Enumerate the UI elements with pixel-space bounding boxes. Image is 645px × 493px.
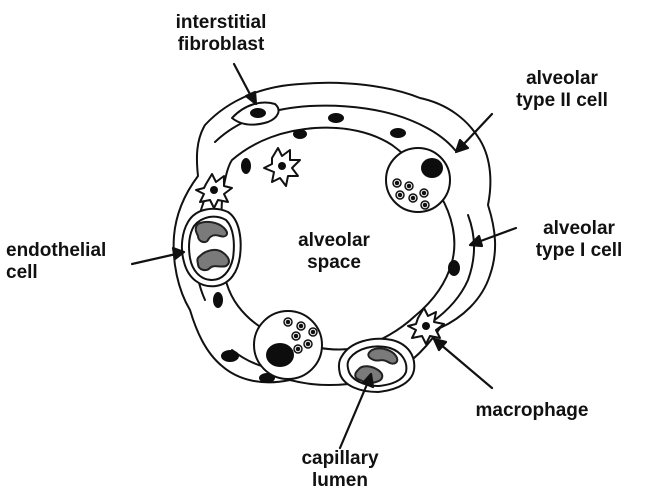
arrowhead-type-i-cell bbox=[470, 236, 482, 246]
arrowhead-interstitial-fibroblast bbox=[246, 92, 256, 104]
arrow-interstitial-fibroblast bbox=[234, 64, 252, 98]
label-interstitial-fibroblast-line2: fibroblast bbox=[163, 34, 279, 56]
wall-nucleus bbox=[390, 128, 406, 138]
type-ii-lower-nucleus bbox=[266, 343, 294, 367]
label-type-ii-line1: alveolar bbox=[506, 68, 618, 90]
arrow-endothelial-cell bbox=[132, 254, 176, 264]
label-interstitial-fibroblast-line1: interstitial bbox=[163, 12, 279, 34]
label-endothelial-line1: endothelial bbox=[6, 240, 122, 262]
label-endothelial-line2: cell bbox=[6, 262, 122, 284]
fibroblast-nucleus bbox=[250, 108, 266, 118]
macrophage-top bbox=[264, 148, 300, 186]
label-type-ii-line2: type II cell bbox=[506, 90, 618, 112]
arrow-type-i-cell bbox=[478, 228, 516, 242]
label-alveolar-type-i-cell: alveolar type I cell bbox=[520, 218, 638, 262]
label-type-i-line1: alveolar bbox=[520, 218, 638, 240]
label-capillary-line2: lumen bbox=[290, 470, 390, 492]
rbc-left-2 bbox=[197, 250, 229, 270]
label-alveolar-space-line2: space bbox=[290, 252, 378, 274]
label-alveolar-type-ii-cell: alveolar type II cell bbox=[506, 68, 618, 112]
macrophage-right bbox=[408, 308, 444, 344]
label-alveolar-space: alveolar space bbox=[290, 230, 378, 274]
label-capillary-lumen: capillary lumen bbox=[290, 448, 390, 492]
label-capillary-line1: capillary bbox=[290, 448, 390, 470]
label-type-i-line2: type I cell bbox=[520, 240, 638, 262]
capillary-left bbox=[182, 209, 241, 286]
label-interstitial-fibroblast: interstitial fibroblast bbox=[163, 12, 279, 56]
wall-nucleus bbox=[448, 260, 460, 276]
wall-nucleus bbox=[293, 129, 307, 139]
arrow-macrophage bbox=[440, 344, 492, 388]
wall-nucleus bbox=[241, 158, 251, 174]
macrophage-left bbox=[196, 174, 232, 208]
label-macrophage-line1: macrophage bbox=[462, 400, 602, 422]
arrow-capillary-lumen bbox=[340, 382, 368, 448]
wall-nucleus bbox=[328, 113, 344, 123]
label-macrophage: macrophage bbox=[462, 400, 602, 422]
arrow-type-ii-cell bbox=[462, 114, 492, 146]
label-alveolar-space-line1: alveolar bbox=[290, 230, 378, 252]
wall-nucleus bbox=[213, 292, 223, 308]
wall-nucleus bbox=[221, 350, 239, 362]
type-ii-nucleus bbox=[421, 158, 443, 178]
label-endothelial-cell: endothelial cell bbox=[6, 240, 122, 284]
